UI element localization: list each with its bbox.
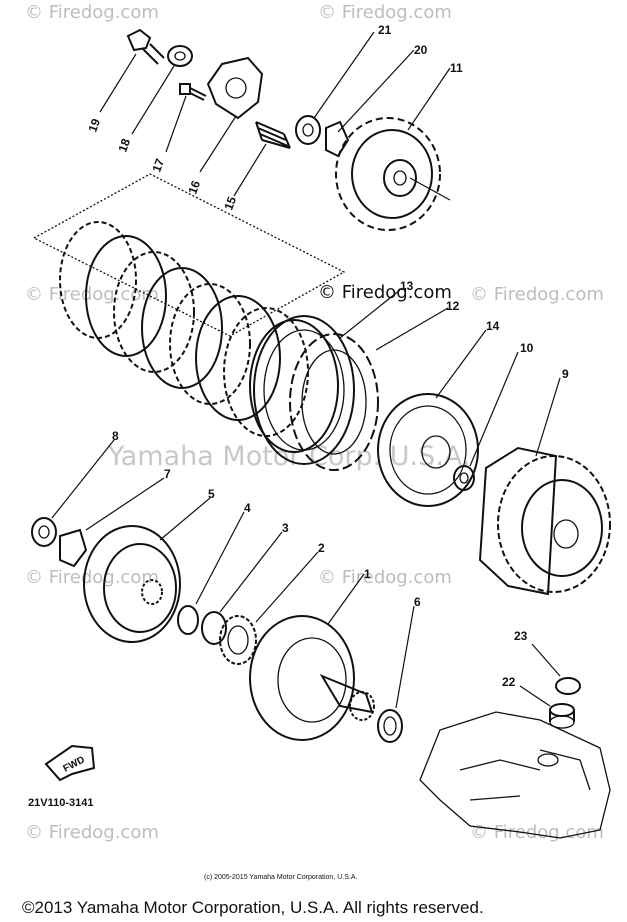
watermark: © Firedog.com — [470, 822, 604, 843]
diagram-code: 21V110-3141 — [28, 797, 93, 809]
part-number-labels: 19 18 17 16 15 21 20 11 13 12 14 10 9 8 … — [85, 23, 569, 689]
part-2-bearing — [219, 615, 257, 665]
clutch-plate-stack — [59, 221, 339, 453]
part-12-friction-plate — [289, 333, 379, 471]
part-14-pressure-plate — [377, 393, 479, 507]
part-number-13: 13 — [400, 279, 414, 293]
part-number-6: 6 — [414, 595, 421, 609]
part-number-8: 8 — [112, 429, 119, 443]
watermark: © Firedog.com — [318, 567, 452, 588]
part-19-bolt — [126, 28, 165, 65]
part-number-12: 12 — [446, 299, 460, 313]
part-17-bolt — [179, 83, 207, 101]
part-22-plug — [549, 703, 575, 729]
part-number-9: 9 — [562, 367, 569, 381]
part-number-11: 11 — [450, 61, 463, 75]
part-1-primary-drive — [249, 615, 375, 741]
part-number-17: 17 — [149, 156, 167, 174]
part-number-20: 20 — [414, 43, 428, 57]
part-20-lock-washer — [325, 120, 350, 158]
part-number-1: 1 — [364, 567, 371, 581]
watermark: © Firedog.com — [318, 2, 452, 23]
part-7-lock-washer — [59, 528, 88, 568]
part-number-19: 19 — [85, 116, 103, 134]
crankcase-outline — [419, 711, 611, 839]
watermark: © Firedog.com — [25, 567, 159, 588]
part-6-washer — [377, 709, 403, 743]
watermarks: © Firedog.com © Firedog.com © Firedog.co… — [25, 2, 604, 843]
watermark: © Firedog.com — [25, 2, 159, 23]
part-number-10: 10 — [520, 341, 534, 355]
part-number-4: 4 — [244, 501, 251, 515]
part-number-16: 16 — [185, 178, 203, 196]
part-4-ring — [177, 605, 199, 635]
part-number-3: 3 — [282, 521, 289, 535]
group-bracket — [32, 173, 346, 337]
part-number-5: 5 — [208, 487, 215, 501]
part-9-clutch-housing — [478, 446, 611, 596]
part-21-washer — [295, 115, 321, 145]
part-3-washer — [201, 611, 227, 645]
part-18-bearing — [167, 45, 193, 67]
part-number-14: 14 — [486, 319, 500, 333]
watermark: © Firedog.com — [25, 284, 159, 305]
small-copyright: (c) 2005-2015 Yamaha Motor Corporation, … — [204, 874, 357, 881]
part-16-plate — [206, 56, 264, 120]
part-23-circlip — [555, 677, 581, 695]
diagram-copyright-mark: © Firedog.com — [318, 282, 452, 303]
part-15-spring — [255, 121, 291, 149]
part-number-21: 21 — [378, 23, 392, 37]
leader-lines — [51, 31, 561, 709]
part-5-centrifugal-clutch — [83, 525, 181, 643]
part-number-23: 23 — [514, 629, 528, 643]
part-number-22: 22 — [502, 675, 516, 689]
part-10-washer — [453, 465, 475, 491]
part-number-7: 7 — [164, 467, 171, 481]
part-number-15: 15 — [221, 194, 239, 212]
part-8-washer — [31, 517, 57, 547]
watermark: © Firedog.com — [470, 284, 604, 305]
part-number-18: 18 — [115, 136, 133, 154]
part-11-driven-gear — [335, 117, 451, 231]
part-number-2: 2 — [318, 541, 325, 555]
watermark: © Firedog.com — [25, 822, 159, 843]
footer-copyright: ©2013 Yamaha Motor Corporation, U.S.A. A… — [22, 898, 484, 917]
fwd-arrow-icon: FWD — [44, 744, 96, 782]
